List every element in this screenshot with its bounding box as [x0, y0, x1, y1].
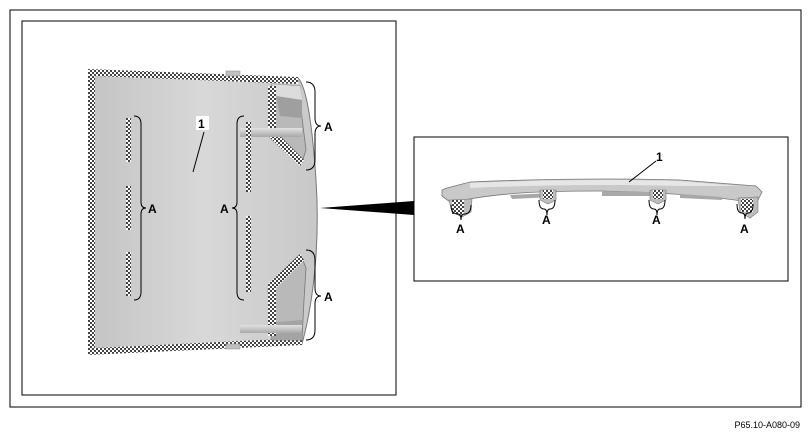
clip-label-left: A: [148, 202, 157, 216]
side-clip-4: [737, 196, 759, 219]
part-1-label-main: 1: [198, 117, 205, 131]
left-clip-lower: [126, 252, 131, 296]
top-right-clip-hatch: [268, 86, 304, 166]
panel-edge-left: [88, 69, 95, 355]
detail-bracket-4: [736, 203, 754, 220]
detail-clip-label-4: A: [740, 222, 749, 236]
bracket-bottom-right: [305, 249, 322, 341]
panel-bottom-tab: [225, 343, 241, 350]
detail-bracket-2: [538, 199, 556, 216]
reference-code: P65.10-A080-09: [734, 420, 800, 430]
leader-part-1-detail: [628, 160, 657, 183]
leader-part-1-main: [192, 131, 205, 173]
center-clip-lower: [246, 216, 251, 292]
bracket-top-right: [305, 81, 322, 171]
clip-label-center: A: [220, 202, 229, 216]
panel-top-view: [88, 69, 318, 355]
panel-top-tab: [225, 70, 241, 77]
detail-view-labels: 1 A A A A: [456, 150, 749, 236]
side-clip-1: [448, 198, 473, 218]
lower-strip: [240, 325, 302, 333]
detail-bracket-1: [450, 204, 472, 221]
view-pointer-wedge: [320, 201, 414, 215]
side-clip-3: [649, 189, 667, 205]
upper-strip: [240, 128, 302, 137]
detail-bracket-3: [648, 199, 666, 216]
panel-side-view: [441, 178, 763, 219]
panel-edge-bottom: [88, 338, 302, 355]
part-1-label-bg-main: [196, 116, 209, 130]
detail-clip-label-2: A: [542, 213, 551, 227]
main-view-brackets: [133, 81, 322, 341]
detail-view-brackets: [450, 160, 754, 221]
detail-view-frame: [413, 136, 789, 282]
part-1-label-detail: 1: [656, 150, 663, 164]
side-clip-2: [539, 189, 557, 205]
detail-clip-label-3: A: [652, 213, 661, 227]
main-view-labels: 1 A A A A: [148, 116, 333, 304]
bracket-left: [133, 115, 147, 301]
detail-clip-label-1: A: [456, 222, 465, 236]
clip-label-top-right: A: [324, 120, 333, 134]
panel-edge-top: [88, 69, 298, 84]
panel-body: [89, 69, 318, 355]
bracket-center: [231, 115, 245, 301]
center-clip-upper: [246, 122, 251, 192]
outer-frame: [9, 9, 802, 408]
left-clip-middle: [126, 186, 131, 230]
clip-label-bottom-right: A: [324, 290, 333, 304]
left-clip-upper: [126, 118, 131, 162]
